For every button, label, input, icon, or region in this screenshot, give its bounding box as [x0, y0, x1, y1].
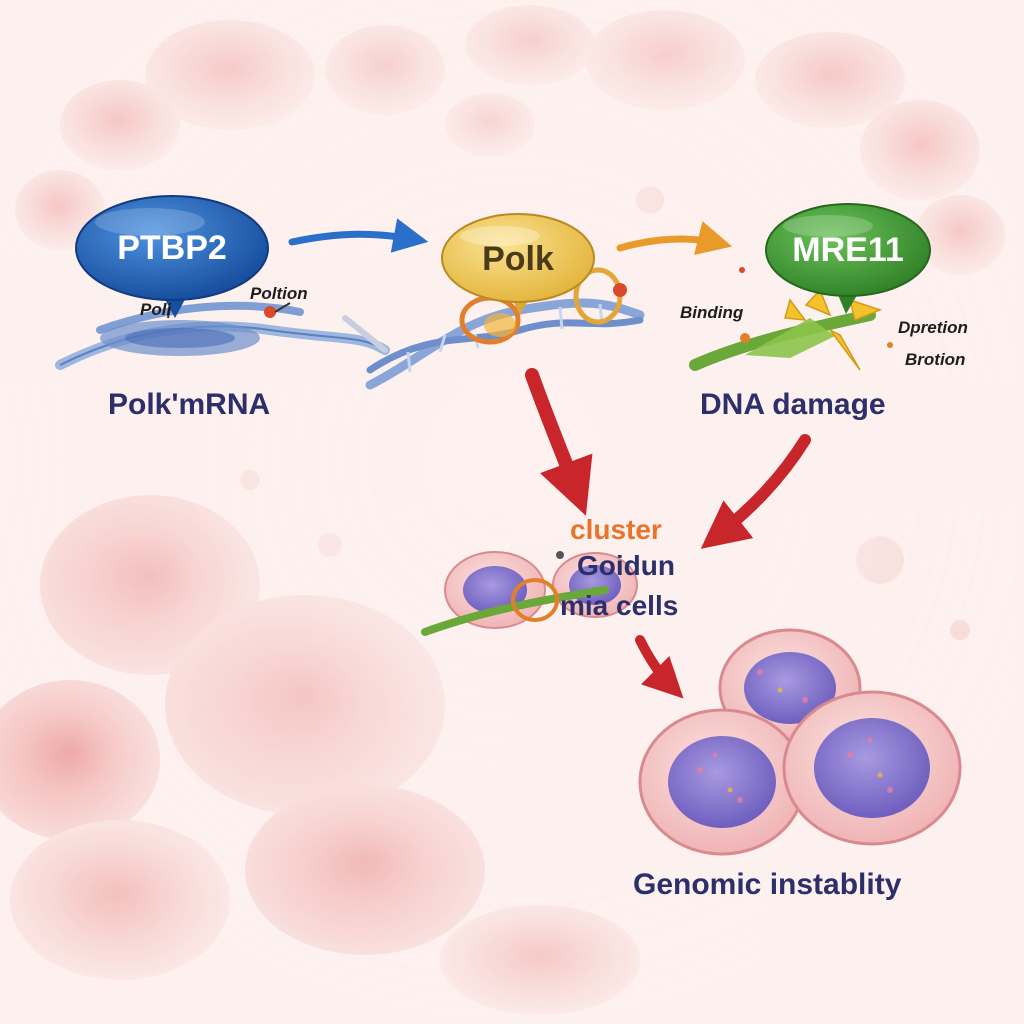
poltion-label: Poltion: [250, 284, 308, 303]
ptbp2-bubble: [75, 195, 269, 318]
arrows: [288, 218, 811, 699]
polk-label: Polk: [482, 240, 554, 278]
brotion-label: Brotion: [905, 350, 966, 369]
polk-mrna-caption: Polk'mRNA: [108, 388, 271, 421]
arrow-damage-to-cluster: [700, 434, 811, 549]
dpretion-label: Dpretion: [898, 318, 968, 337]
tumor-cells-group: [638, 628, 962, 856]
polk-bubble: [441, 213, 595, 315]
mia-cells-label: mia cells: [560, 590, 679, 621]
polk-mrna-strand: [55, 295, 390, 370]
dna-damage-caption: DNA damage: [700, 388, 886, 421]
arrow-polk-to-cluster: [525, 368, 593, 516]
mre11-label: MRE11: [792, 231, 904, 269]
ptbp2-label: PTBP2: [117, 229, 227, 267]
cluster-label: cluster: [570, 514, 662, 545]
arrow-cluster-to-instability: [635, 635, 684, 699]
mre11-complex: [689, 267, 893, 371]
binding-label: Binding: [680, 303, 744, 322]
mre11-bubble: [765, 203, 931, 314]
goidun-label: Goidun: [577, 550, 675, 581]
arrow-ptbp2-to-polk: [288, 218, 429, 253]
genomic-instability-caption: Genomic instablity: [633, 868, 902, 901]
poli-label: Poli: [140, 300, 172, 319]
center-cluster: [421, 551, 638, 636]
arrow-polk-to-mre11: [616, 221, 733, 256]
